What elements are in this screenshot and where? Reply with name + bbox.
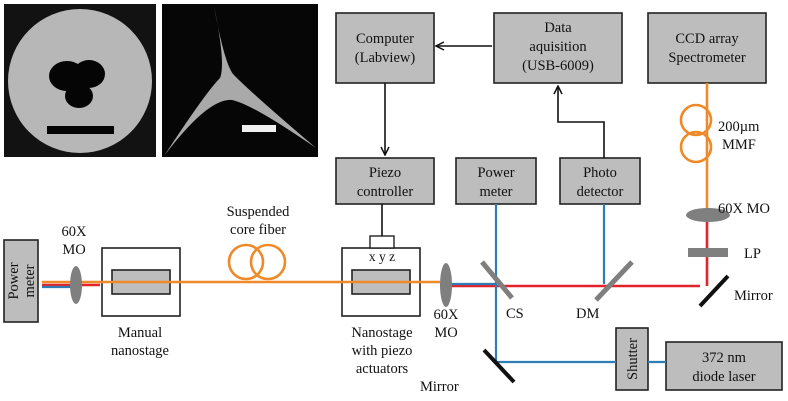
detector-to-daq-arrow bbox=[558, 86, 605, 158]
mo-left-label-2: MO bbox=[62, 242, 85, 258]
daq-label-3: (USB-6009) bbox=[522, 58, 594, 74]
power-meter-top-box: Power meter bbox=[455, 157, 537, 205]
scale-bar-2 bbox=[242, 125, 276, 132]
ccd-label-2: Spectrometer bbox=[668, 50, 745, 66]
nanostage-piezo-label-1: Nanostage bbox=[351, 325, 412, 341]
nanostage-piezo-label-2: with piezo bbox=[352, 343, 413, 359]
nanostage-piezo-label-3: actuators bbox=[356, 361, 409, 377]
mo-top-right-label: 60X MO bbox=[718, 201, 770, 217]
photo-detector-label-1: Photo bbox=[583, 165, 617, 181]
objective-lens-center bbox=[440, 263, 452, 307]
power-meter-top-label-2: meter bbox=[479, 184, 512, 200]
cube-splitter bbox=[480, 260, 514, 300]
daq-box: Data aquisition (USB-6009) bbox=[493, 12, 623, 84]
diode-laser-box: 372 nm diode laser bbox=[665, 341, 783, 391]
piezo-label-1: Piezo bbox=[369, 165, 401, 181]
dichroic-mirror bbox=[594, 260, 634, 302]
power-meter-left-box: Power meter bbox=[3, 239, 39, 323]
computer-box: Computer (Labview) bbox=[335, 12, 435, 84]
power-meter-left-label-2: meter bbox=[22, 264, 38, 297]
scale-bar-1 bbox=[47, 126, 114, 134]
computer-label-2: (Labview) bbox=[355, 50, 416, 66]
mirror-bottom-label: Mirror bbox=[420, 379, 459, 395]
laser-label-1: 372 nm bbox=[702, 350, 747, 366]
daq-label-2: aquisition bbox=[529, 39, 587, 55]
mmf-coil-1 bbox=[679, 103, 713, 137]
mo-center-label-2: MO bbox=[434, 325, 457, 341]
computer-label-1: Computer bbox=[356, 31, 414, 47]
piezo-label-2: controller bbox=[357, 184, 414, 200]
ccd-spectrometer-box: CCD array Spectrometer bbox=[647, 12, 767, 84]
shutter-label: Shutter bbox=[625, 338, 641, 380]
manual-nanostage-label-2: nanostage bbox=[111, 343, 169, 359]
objective-lens-top-right bbox=[686, 208, 730, 222]
manual-nanostage-label-1: Manual bbox=[118, 325, 162, 341]
fiber-coil-2 bbox=[249, 243, 287, 281]
mmf-label-2: MMF bbox=[722, 137, 756, 153]
mo-center-label-1: 60X bbox=[434, 307, 460, 323]
mo-left-label-1: 60X bbox=[62, 224, 88, 240]
shutter-box: Shutter bbox=[615, 327, 649, 391]
mmf-label-1: 200µm bbox=[718, 119, 760, 135]
photo-detector-box: Photo detector bbox=[559, 157, 641, 205]
power-meter-top-label-1: Power bbox=[477, 165, 514, 181]
suspended-fiber-label-1: Suspended bbox=[227, 204, 291, 220]
ccd-label-1: CCD array bbox=[675, 31, 739, 47]
fiber-coil-1 bbox=[227, 243, 265, 281]
daq-label-1: Data bbox=[544, 20, 572, 36]
linear-polarizer bbox=[688, 248, 728, 257]
dm-label: DM bbox=[576, 306, 599, 322]
mirror-bottom bbox=[482, 348, 516, 384]
mmf-coil-2 bbox=[679, 130, 713, 164]
core-closeup-image bbox=[162, 4, 318, 157]
laser-label-2: diode laser bbox=[692, 369, 755, 385]
photo-detector-label-2: detector bbox=[577, 184, 624, 200]
piezo-nanostage: x y z bbox=[341, 235, 421, 317]
suspended-fiber-label-2: core fiber bbox=[230, 222, 286, 238]
mirror-right-label: Mirror bbox=[734, 288, 773, 304]
objective-lens-left bbox=[70, 266, 82, 304]
lp-label: LP bbox=[744, 246, 761, 262]
cs-label: CS bbox=[506, 306, 524, 322]
power-meter-left-label-1: Power bbox=[6, 262, 22, 299]
mirror-right bbox=[698, 274, 730, 308]
fiber-cross-section-image bbox=[4, 4, 156, 157]
piezo-controller-box: Piezo controller bbox=[335, 157, 435, 205]
xyz-label: x y z bbox=[369, 249, 395, 264]
